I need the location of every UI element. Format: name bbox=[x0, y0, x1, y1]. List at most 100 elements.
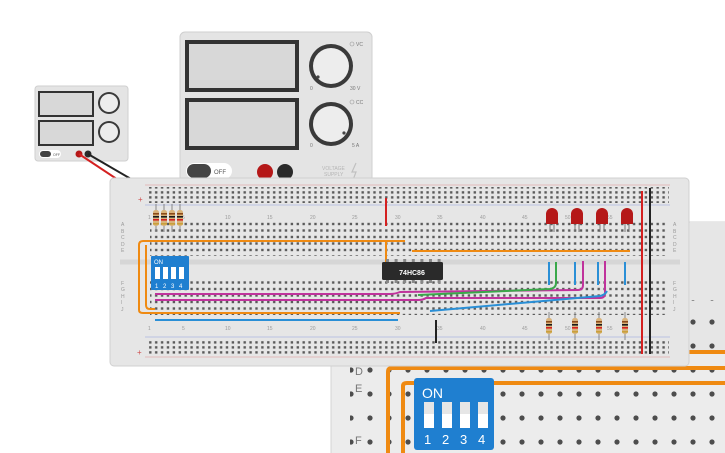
column-number-bottom: 5 bbox=[182, 326, 185, 332]
positive-terminal[interactable] bbox=[257, 164, 273, 180]
ic-label: 74HC86 bbox=[399, 270, 425, 277]
column-number-top: 1 bbox=[148, 215, 151, 221]
output-resistor[interactable] bbox=[596, 312, 602, 340]
input-resistors[interactable] bbox=[153, 204, 183, 232]
row-label-right: B bbox=[673, 229, 677, 235]
vc-zero: 0 bbox=[310, 86, 313, 92]
row-label-left: G bbox=[121, 287, 125, 293]
small-current-dial[interactable] bbox=[100, 123, 118, 141]
zoom-dip-on-label: ON bbox=[422, 385, 443, 401]
wire-green[interactable] bbox=[417, 262, 557, 296]
small-voltage-dial[interactable] bbox=[100, 94, 118, 112]
row-label-left: J bbox=[121, 307, 124, 313]
dip-num-3: 3 bbox=[171, 284, 175, 290]
row-label-right: J bbox=[673, 307, 676, 313]
zoom-dip-num-4: 4 bbox=[478, 432, 485, 447]
zoom-dip-switch[interactable]: ON 1 2 3 4 bbox=[414, 378, 494, 450]
current-display bbox=[189, 102, 295, 146]
column-number-bottom: 50 bbox=[565, 326, 571, 332]
voltage-dial[interactable] bbox=[313, 48, 349, 84]
zoom-row-label-e: E bbox=[355, 383, 362, 395]
row-label-left: C bbox=[121, 235, 125, 241]
negative-terminal[interactable] bbox=[277, 164, 293, 180]
output-resistor[interactable] bbox=[546, 312, 552, 340]
column-number-bottom: 1 bbox=[148, 326, 151, 332]
power-switch-large[interactable] bbox=[187, 164, 211, 178]
power-switch-large-label: OFF bbox=[214, 170, 226, 176]
led-red[interactable] bbox=[571, 208, 583, 232]
column-number-bottom: 20 bbox=[310, 326, 316, 332]
power-switch-small[interactable] bbox=[40, 151, 51, 157]
row-label-right: E bbox=[673, 248, 677, 254]
zoom-row-label-d: D bbox=[355, 366, 363, 378]
zoom-dip-toggle-1[interactable] bbox=[424, 402, 434, 428]
zoom-orange-wire-1[interactable] bbox=[386, 366, 725, 453]
zoom-dip-toggle-2[interactable] bbox=[442, 402, 452, 428]
column-number-top: 55 bbox=[607, 215, 613, 221]
dip-switch-small[interactable]: ON 1 2 3 4 bbox=[151, 256, 189, 290]
row-label-left: I bbox=[121, 300, 122, 306]
power-switch-small-label: OFF bbox=[53, 153, 60, 157]
bottom-power-rail[interactable] bbox=[147, 340, 669, 356]
top-rail-plus: + bbox=[138, 195, 143, 204]
column-number-top: 20 bbox=[310, 215, 316, 221]
ic-74hc86[interactable]: 74HC86 bbox=[382, 259, 443, 283]
led-red[interactable] bbox=[621, 208, 633, 232]
cc-zero: 0 bbox=[310, 143, 313, 149]
dip-num-1: 1 bbox=[155, 284, 159, 290]
output-resistor[interactable] bbox=[572, 312, 578, 340]
output-resistor[interactable] bbox=[622, 312, 628, 340]
input-resistor[interactable] bbox=[153, 204, 159, 232]
dip-toggle-1[interactable] bbox=[155, 267, 160, 279]
row-label-left: E bbox=[121, 248, 125, 254]
column-number-top: 5 bbox=[182, 215, 185, 221]
row-label-left: A bbox=[121, 222, 125, 228]
column-number-top: 15 bbox=[267, 215, 273, 221]
column-number-bottom: 35 bbox=[437, 326, 443, 332]
column-number-bottom: 30 bbox=[395, 326, 401, 332]
dip-toggle-2[interactable] bbox=[163, 267, 168, 279]
cc-label: CC bbox=[356, 100, 364, 106]
column-number-top: 30 bbox=[395, 215, 401, 221]
row-label-right: A bbox=[673, 222, 677, 228]
power-supply-large[interactable]: VC 0 30 V CC 0 5 A OFF VOLTAGE SUPPLY bbox=[179, 31, 373, 185]
wire-orange-loop[interactable] bbox=[138, 240, 405, 314]
zoom-orange-wire-2[interactable] bbox=[401, 381, 725, 453]
dip-toggle-4[interactable] bbox=[179, 267, 184, 279]
column-number-top: 40 bbox=[480, 215, 486, 221]
zoom-dip-toggle-4[interactable] bbox=[478, 402, 488, 428]
input-resistor[interactable] bbox=[177, 204, 183, 232]
current-dial[interactable] bbox=[313, 106, 349, 142]
vc-label: VC bbox=[356, 42, 363, 48]
led-red[interactable] bbox=[596, 208, 608, 232]
wire-orange-inner[interactable] bbox=[145, 245, 155, 310]
input-resistor[interactable] bbox=[161, 204, 167, 232]
vc-value: 30 V bbox=[350, 86, 361, 92]
led-red[interactable] bbox=[546, 208, 558, 232]
row-label-left: H bbox=[121, 294, 125, 300]
dip-on-label: ON bbox=[154, 260, 163, 266]
column-number-top: 50 bbox=[565, 215, 571, 221]
row-label-right: G bbox=[673, 287, 677, 293]
dip-toggle-3[interactable] bbox=[171, 267, 176, 279]
row-label-left: F bbox=[121, 281, 124, 287]
dip-num-4: 4 bbox=[179, 284, 183, 290]
column-number-top: 45 bbox=[522, 215, 528, 221]
led-group[interactable] bbox=[546, 208, 633, 232]
output-resistors[interactable] bbox=[546, 312, 628, 340]
column-number-bottom: 40 bbox=[480, 326, 486, 332]
wire-blue-2[interactable] bbox=[429, 290, 608, 312]
brand-line1: VOLTAGE bbox=[322, 166, 346, 172]
zoom-dip-num-2: 2 bbox=[442, 432, 449, 447]
top-power-rail[interactable] bbox=[147, 187, 669, 203]
input-resistor[interactable] bbox=[169, 204, 175, 232]
row-label-left: B bbox=[121, 229, 125, 235]
row-label-right: I bbox=[673, 300, 674, 306]
power-supply-small[interactable]: OFF bbox=[34, 85, 129, 162]
dip-num-2: 2 bbox=[163, 284, 167, 290]
zoom-row-label-f: F bbox=[355, 435, 362, 447]
zoom-dip-toggle-3[interactable] bbox=[460, 402, 470, 428]
column-number-bottom: 15 bbox=[267, 326, 273, 332]
column-number-top: 10 bbox=[225, 215, 231, 221]
